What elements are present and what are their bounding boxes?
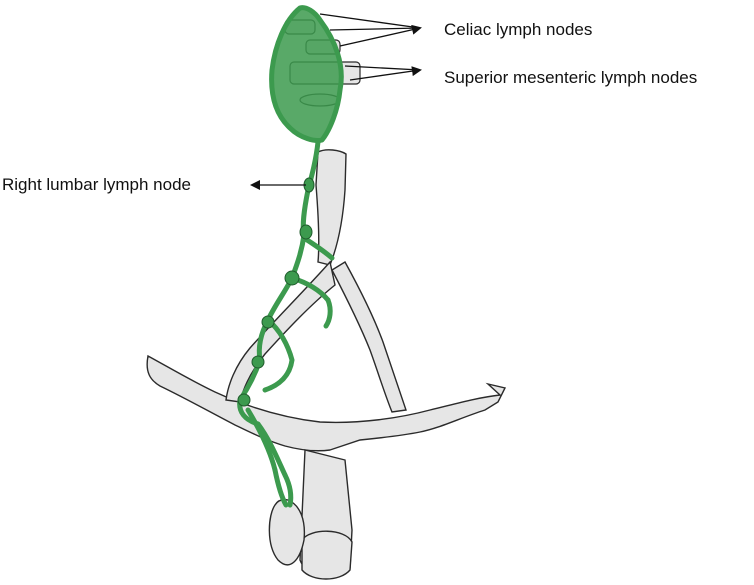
sm-leader-2 <box>349 66 422 81</box>
lymph-nodes <box>237 177 315 407</box>
right-lumbar-lymph-node-label: Right lumbar lymph node <box>2 175 191 194</box>
sm-leader-1 <box>344 65 421 71</box>
celiac-leader-2 <box>329 27 421 31</box>
celiac-leader-1 <box>319 13 421 29</box>
celiac-lymph-nodes-label: Celiac lymph nodes <box>444 20 593 39</box>
pelvic-vessels <box>146 354 507 580</box>
superior-mesenteric-lymph-nodes-label: Superior mesenteric lymph nodes <box>444 68 698 87</box>
leader-lines <box>250 13 422 190</box>
celiac-leader-3 <box>339 24 422 47</box>
